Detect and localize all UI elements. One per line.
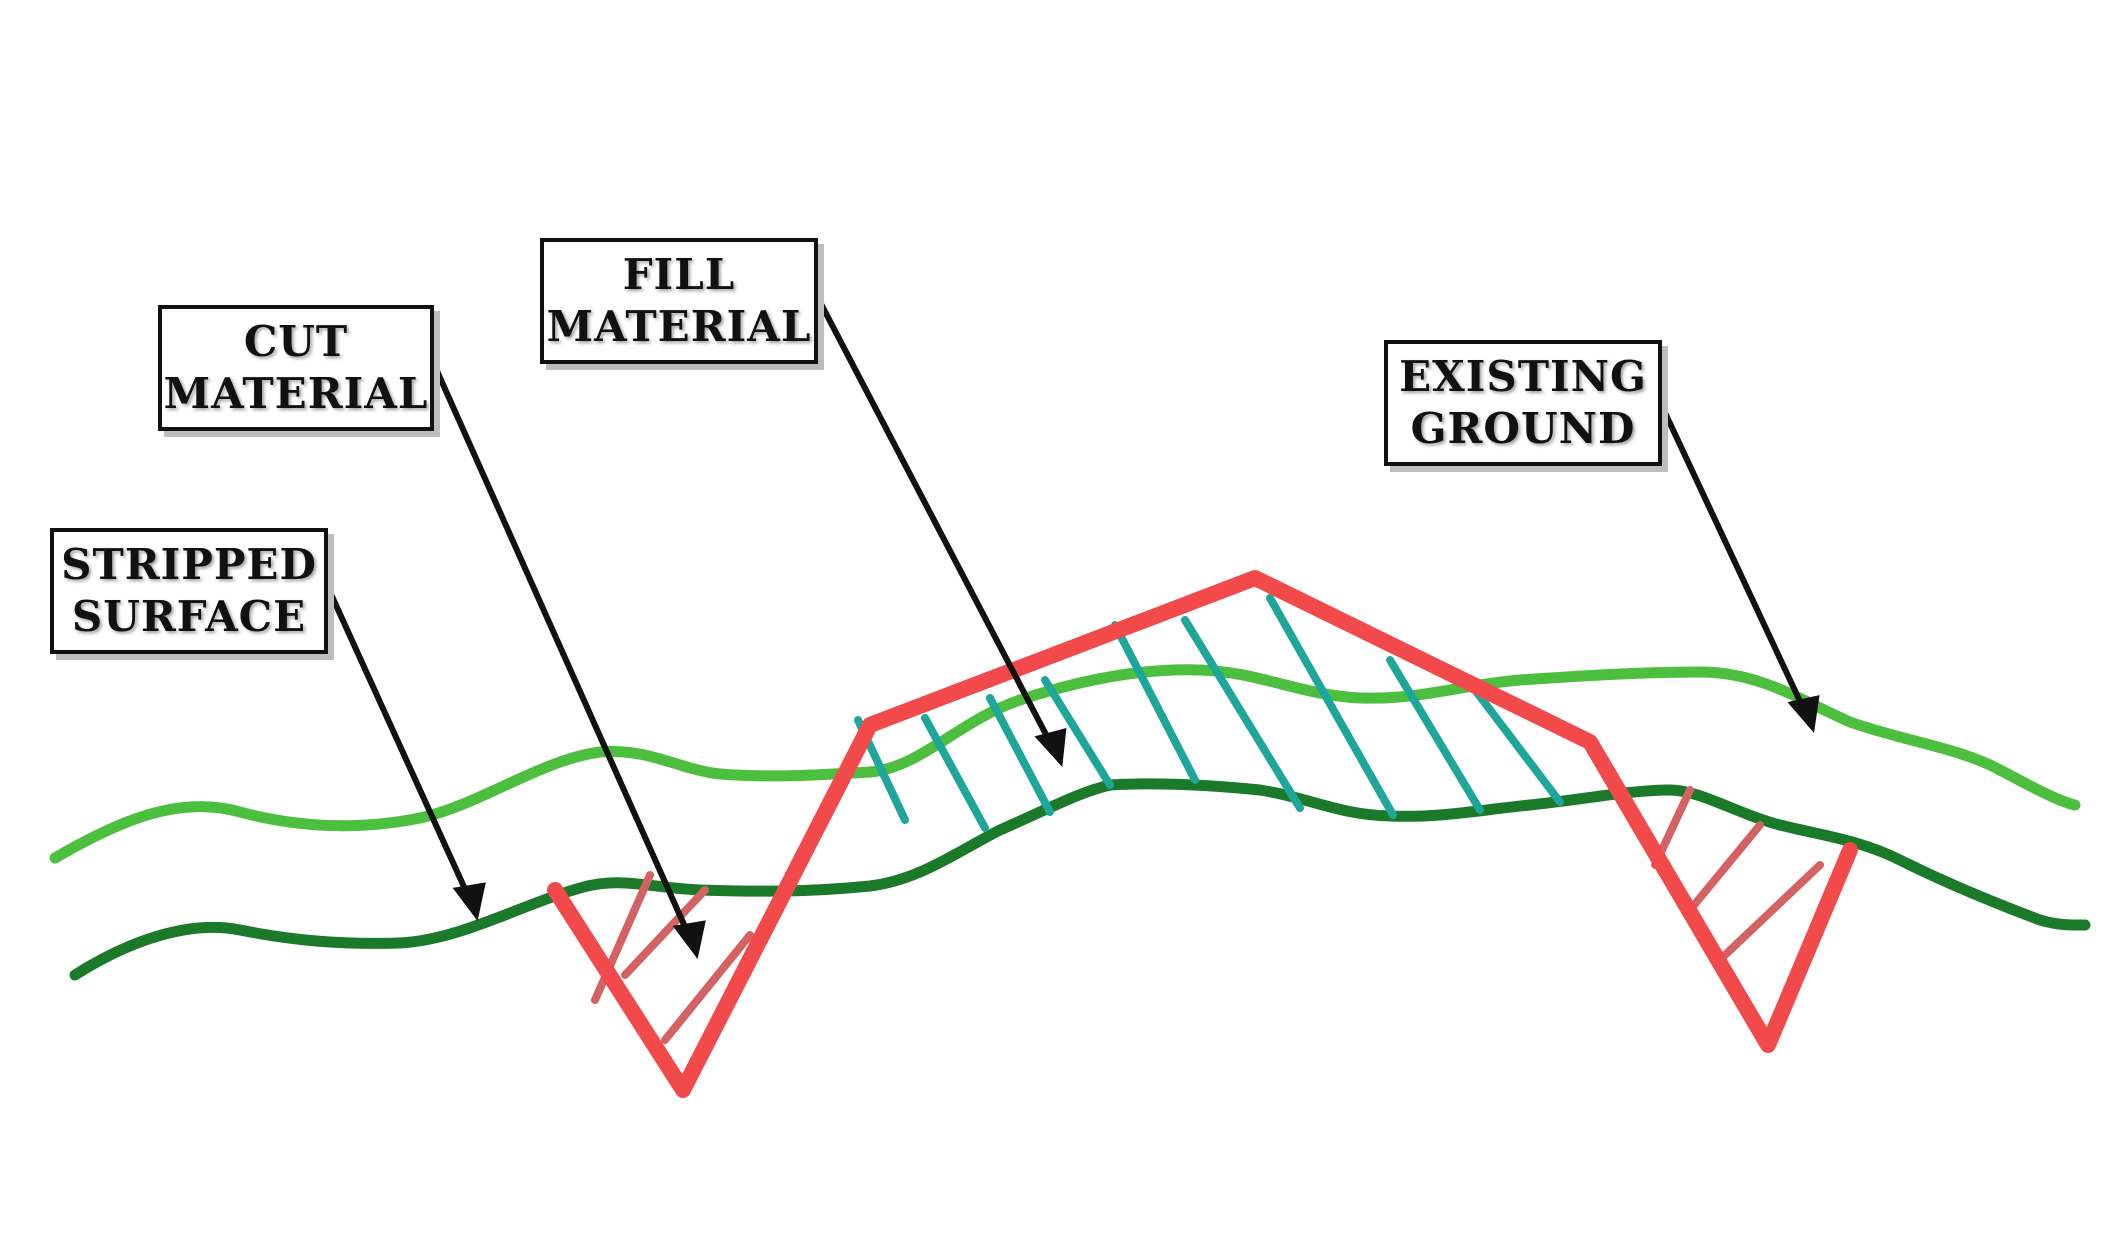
arrowhead-icon [452, 882, 486, 922]
stripped-surface-label: STRIPPED SURFACE [50, 528, 328, 654]
fill-material-arrow [817, 300, 1055, 748]
cut-material-arrow [430, 360, 693, 940]
stripped-surface-label-line1: STRIPPED [61, 539, 317, 589]
fill-material-label: FILL MATERIAL [540, 238, 818, 364]
fill-hatch-line [1386, 656, 1484, 814]
existing-ground-label: EXISTING GROUND [1384, 340, 1662, 466]
fill-hatch-line [1266, 594, 1397, 819]
cut-material-label-line2: MATERIAL [163, 369, 429, 418]
fill-hatch-line [1041, 676, 1114, 789]
cut-hatch-line [621, 886, 709, 979]
existing-ground-label-line2: GROUND [1410, 404, 1636, 453]
fill-hatch [854, 594, 1564, 832]
existing-ground-line [49, 664, 2081, 864]
fill-material-label-line1: FILL [622, 249, 736, 299]
stripped-surface-arrow [327, 590, 473, 902]
stripped-surface-label-line2: SURFACE [71, 592, 307, 641]
cut-hatch-line [661, 931, 754, 1044]
design-profile-line [547, 570, 1858, 1098]
callout-arrows [327, 300, 1820, 960]
fill-hatch-line [921, 714, 989, 832]
fill-hatch-line [1181, 616, 1304, 812]
stripped-surface-line [69, 778, 2091, 981]
existing-ground-label-line1: EXISTING [1399, 351, 1647, 401]
fill-hatch-line [986, 694, 1054, 816]
cut-hatch-line [1686, 821, 1764, 914]
cut-hatch-line [1721, 861, 1824, 959]
existing-ground-arrow [1657, 400, 1808, 714]
fill-material-label-line2: MATERIAL [546, 302, 812, 351]
arrowhead-icon [1034, 728, 1067, 767]
fill-hatch-line [1111, 621, 1199, 784]
cut-material-label-line1: CUT [243, 316, 349, 366]
cut-material-label: CUT MATERIAL [158, 305, 434, 431]
arrowhead-icon [672, 920, 706, 960]
arrowhead-icon [1787, 695, 1820, 733]
fill-hatch-line [1471, 686, 1564, 806]
